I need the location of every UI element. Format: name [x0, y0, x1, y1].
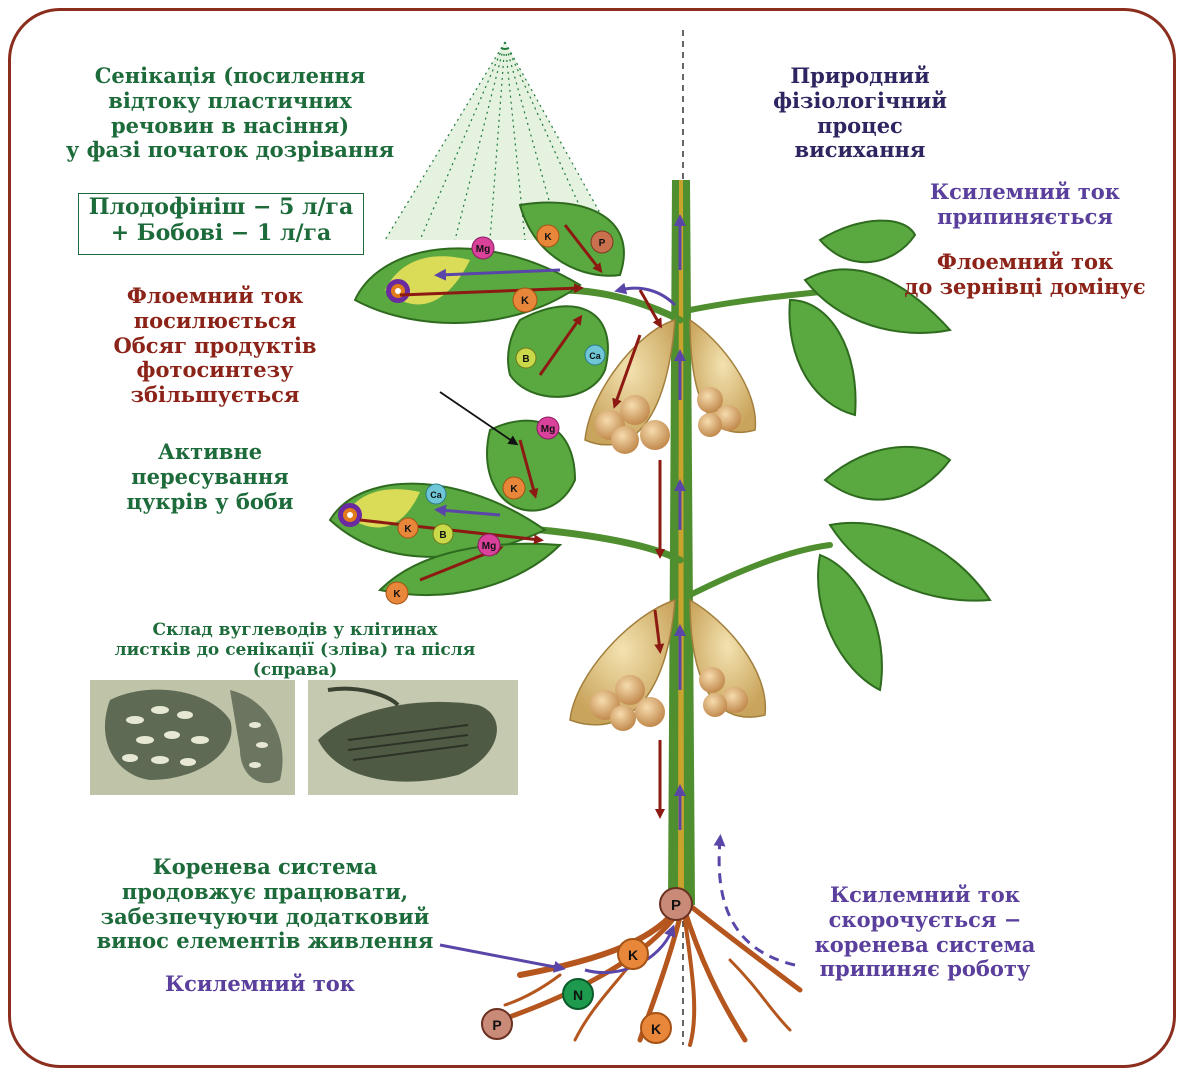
nutrient-mg-2: Mg	[536, 416, 560, 440]
nutrient-k-5: K	[385, 581, 409, 605]
pointer-arrow	[439, 391, 519, 446]
nutrient-k-root-1: K	[617, 938, 649, 970]
svg-text:K: K	[628, 947, 638, 963]
spray-cone	[384, 41, 616, 241]
xylem-stops-text: Ксилемний ток припиняється	[930, 179, 1120, 229]
lower-left-leaves	[328, 419, 577, 596]
svg-text:Ca: Ca	[430, 490, 442, 500]
nutrient-p-1: P	[590, 230, 614, 254]
nutrient-mg-3: Mg	[477, 533, 501, 557]
svg-text:P: P	[599, 238, 606, 249]
svg-text:Mg: Mg	[476, 244, 490, 255]
pods-lower	[569, 598, 767, 731]
nutrient-p-root: P	[659, 887, 693, 921]
svg-text:P: P	[492, 1017, 501, 1033]
svg-text:B: B	[439, 530, 446, 541]
xylem-dashed-arrow	[713, 834, 796, 967]
nutrient-p-root-2: P	[481, 1008, 513, 1040]
svg-text:Ca: Ca	[589, 351, 601, 361]
svg-text:P: P	[671, 897, 681, 914]
product-box	[78, 193, 364, 255]
xylem-shortens-text: Ксилемний ток скорочується − коренева си…	[814, 882, 1036, 982]
product-text: Плодофініш − 5 л/га + Бобові − 1 л/га	[88, 194, 354, 246]
nutrient-n-root: N	[562, 978, 594, 1010]
svg-text:K: K	[393, 589, 401, 600]
nutrient-k-2: K	[512, 287, 538, 313]
stem	[668, 180, 695, 905]
micrograph-before	[90, 680, 295, 795]
phloem-increase-text: Флоемний ток посилюється Обсяг продуктів…	[113, 283, 317, 408]
right-leaves	[788, 219, 992, 692]
nutrient-b-1: B	[515, 347, 537, 369]
svg-text:B: B	[522, 354, 529, 365]
nutrient-ca-1: Ca	[584, 344, 606, 366]
svg-text:K: K	[404, 524, 412, 535]
natural-process-text: Природний фізіологічний процес висихання	[773, 63, 947, 163]
svg-text:Mg: Mg	[541, 424, 555, 435]
phloem-dominates-text: Флоемний ток до зернівці домінує	[904, 249, 1146, 299]
xylem-flow-label: Ксилемний ток	[165, 971, 355, 996]
nutrient-k-root-2: K	[640, 1012, 672, 1044]
xylem-arrows	[434, 214, 686, 975]
nutrient-mg-1: Mg	[471, 236, 495, 260]
svg-text:N: N	[573, 987, 583, 1003]
svg-text:K: K	[510, 484, 518, 495]
svg-text:Mg: Mg	[482, 541, 496, 552]
carbohydrate-caption: Склад вуглеводів у клітинах листків до с…	[114, 620, 476, 681]
nutrient-k-1: K	[536, 224, 560, 248]
nutrient-b-2: B	[432, 523, 454, 545]
root-system-text: Коренева система продовжує працювати, за…	[96, 854, 434, 954]
active-transport-text: Активне пересування цукрів у боби	[126, 439, 294, 514]
nutrient-ca-2: Ca	[425, 483, 447, 505]
diagram-frame	[8, 8, 1176, 1068]
svg-text:K: K	[651, 1021, 661, 1037]
nutrient-k-3: K	[502, 476, 526, 500]
pods-upper	[584, 318, 757, 454]
nutrient-k-4: K	[397, 517, 419, 539]
svg-text:K: K	[544, 232, 552, 243]
svg-text:K: K	[521, 295, 529, 307]
senication-text: Сенікація (посилення відтоку пластичних …	[65, 63, 395, 163]
micrograph-after	[308, 680, 518, 795]
